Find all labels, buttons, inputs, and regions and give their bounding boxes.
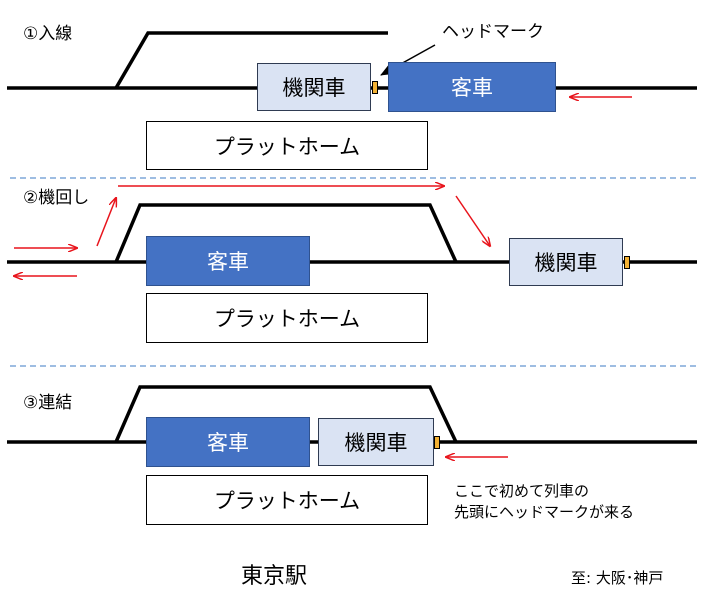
passenger-car-label: 客車 xyxy=(451,76,493,100)
step-3-label: ③連結 xyxy=(23,393,73,413)
destination-label: 至: 大阪･神戸 xyxy=(571,569,664,587)
coupling-note: ここで初めて列車の 先頭にヘッドマークが来る xyxy=(454,481,634,523)
station-name: 東京駅 xyxy=(241,564,308,589)
step-2-label: ②機回し xyxy=(23,188,90,208)
platform-scene-3: プラットホーム xyxy=(146,475,428,525)
passenger-car-label: 客車 xyxy=(207,250,249,274)
headmark-label: ヘッドマーク xyxy=(442,22,544,42)
platform-scene-1: プラットホーム xyxy=(146,121,428,170)
locomotive-label: 機関車 xyxy=(534,251,598,275)
coupling-note-line-2: 先頭にヘッドマークが来る xyxy=(454,503,635,521)
passenger-car-scene-2: 客車 xyxy=(146,236,310,286)
locomotive-label: 機関車 xyxy=(344,431,408,455)
platform-label: プラットホーム xyxy=(213,307,361,331)
locomotive-scene-2: 機関車 xyxy=(509,238,623,286)
headmark-scene-1 xyxy=(372,81,378,94)
headmark-scene-3 xyxy=(434,436,440,449)
passenger-car-scene-3: 客車 xyxy=(146,417,310,467)
platform-label: プラットホーム xyxy=(213,489,361,513)
platform-label: プラットホーム xyxy=(213,134,361,159)
headmark-scene-2 xyxy=(624,256,630,269)
passenger-car-label: 客車 xyxy=(207,431,249,455)
locomotive-scene-1: 機関車 xyxy=(257,63,371,111)
locomotive-scene-3: 機関車 xyxy=(318,418,434,466)
step-1-label: ①入線 xyxy=(23,24,73,44)
runaround-arrow-up xyxy=(96,198,116,247)
locomotive-label: 機関車 xyxy=(282,76,346,100)
platform-scene-2: プラットホーム xyxy=(146,293,428,343)
coupling-note-line-1: ここで初めて列車の xyxy=(454,482,590,500)
runaround-arrow-down xyxy=(455,195,490,246)
passenger-car-scene-1: 客車 xyxy=(388,62,556,112)
